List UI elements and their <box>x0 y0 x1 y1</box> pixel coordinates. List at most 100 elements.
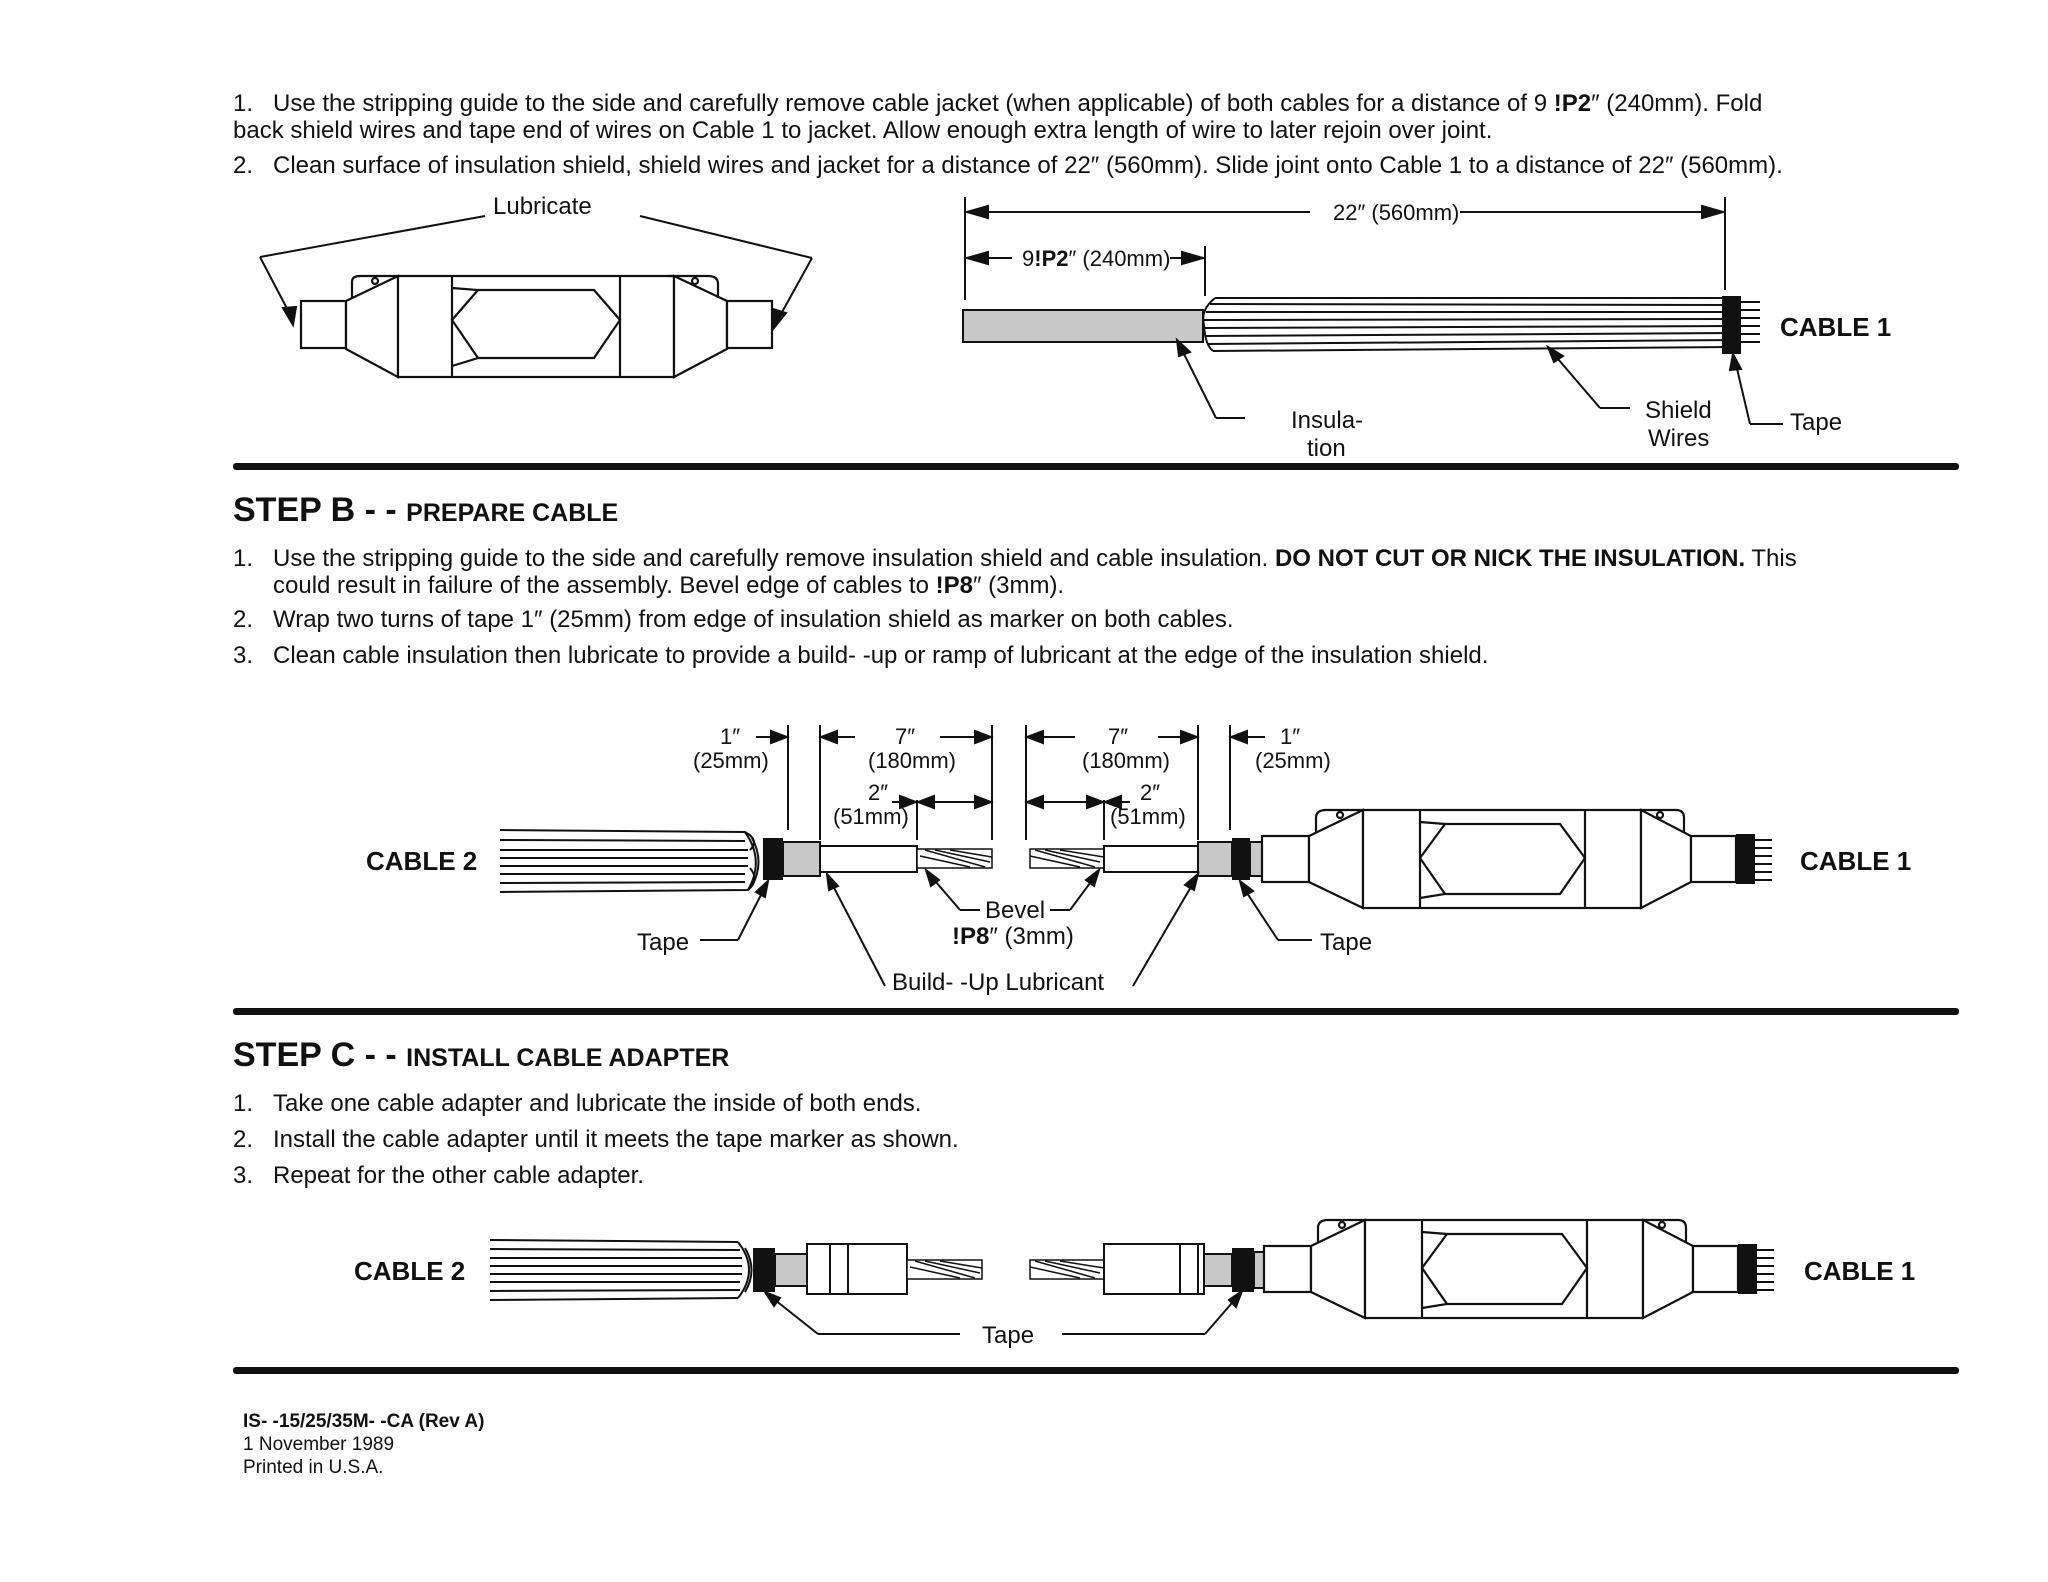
callout-leaders <box>1175 337 1783 425</box>
cable-2-wires <box>489 1239 753 1301</box>
step-a-figure: Lubricate 22″ (560mm) <box>259 193 1891 462</box>
cable-1-label: CABLE 1 <box>1804 1256 1915 1286</box>
item-text: Install the cable adapter until it meets… <box>273 1126 959 1153</box>
tape-band-left <box>763 838 783 880</box>
item-text: ″ (240mm). Fold <box>1591 90 1763 117</box>
step-b-subtitle: PREPARE CABLE <box>406 499 619 527</box>
tape-band-right <box>1232 1248 1254 1292</box>
item-text: Clean surface of insulation shield, shie… <box>273 152 1783 179</box>
item-number: 1. <box>233 1090 254 1117</box>
section-divider <box>233 463 1959 470</box>
dim-9in-label: 9!P2″ (240mm) <box>1022 246 1170 271</box>
bevel-dim-label: !P8″ (3mm) <box>952 923 1074 950</box>
dim-51mm-left: (51mm) <box>833 804 909 829</box>
warning-text: DO NOT CUT OR NICK THE INSULATION. <box>1274 545 1746 572</box>
item-text: ″ (3mm). <box>972 572 1065 599</box>
item-text: Use the stripping guide to the side and … <box>273 545 1275 572</box>
document-id: IS- -15/25/35M- -CA (Rev A) <box>243 1411 485 1432</box>
document-date: 1 November 1989 <box>243 1434 395 1455</box>
item-text-line2: back shield wires and tape end of wires … <box>233 117 1493 144</box>
item-number: 2. <box>233 152 254 179</box>
cable-2-label: CABLE 2 <box>366 846 477 876</box>
dim-ticks <box>756 725 1265 840</box>
tape-band <box>1722 296 1741 354</box>
step-c-item-2: 2. Install the cable adapter until it mee… <box>233 1126 1973 1153</box>
dim-51mm-right: (51mm) <box>1110 804 1186 829</box>
step-b-item-2: 2. Wrap two turns of tape 1″ (25mm) from … <box>233 606 1973 633</box>
dim-2in-left: 2″ <box>868 780 888 805</box>
item-number: 2. <box>233 606 254 633</box>
tape-label-right: Tape <box>1320 929 1372 956</box>
conductor-left <box>916 848 993 869</box>
shield-wires-label-1: Shield <box>1645 397 1712 424</box>
dim-7in-right: 7″ <box>1108 724 1128 749</box>
step-b-figure: 1″ (25mm) 7″ (180mm) 2″ (51mm) 7″ (180mm… <box>366 724 1911 996</box>
tape-band-right <box>1232 838 1250 880</box>
tape-label: Tape <box>982 1322 1034 1349</box>
step-b-item-1: 1. Use the stripping guide to the side an… <box>233 545 1973 599</box>
conductor-left <box>906 1259 983 1280</box>
cable-2-wires <box>499 829 760 893</box>
step-c-item-1: 1. Take one cable adapter and lubricate t… <box>233 1090 1973 1117</box>
wire-ends <box>1755 839 1772 881</box>
step-c-title: STEP C - - <box>233 1036 407 1074</box>
item-text: Clean cable insulation then lubricate to… <box>273 642 1489 669</box>
fraction: !P8 <box>935 572 973 599</box>
step-c-subtitle: INSTALL CABLE ADAPTER <box>406 1044 730 1072</box>
dim-180mm-left: (180mm) <box>868 748 956 773</box>
step-c-heading: STEP C - - INSTALL CABLE ADAPTER <box>233 1036 729 1075</box>
item-text: This <box>1745 545 1797 572</box>
dim-1in-right: 1″ <box>1280 724 1300 749</box>
item-text: Repeat for the other cable adapter. <box>273 1162 644 1189</box>
item-number: 1. <box>233 545 254 572</box>
dimension-lines <box>963 197 1727 300</box>
cable-1-label: CABLE 1 <box>1800 846 1911 876</box>
insulation-label-1: Insula- <box>1291 407 1363 434</box>
dim-25mm-right: (25mm) <box>1255 748 1331 773</box>
wire-ends <box>1757 1249 1774 1291</box>
item-text: Wrap two turns of tape 1″ (25mm) from ed… <box>273 606 1234 633</box>
tape-label: Tape <box>1790 409 1842 436</box>
step-c-figure: CABLE 2 <box>354 1218 1915 1349</box>
insulation-shield-right <box>1197 841 1233 877</box>
wire-ends <box>1741 301 1760 343</box>
joint-body <box>1260 808 1738 910</box>
step-a-item-1: 1.Use the stripping guide to the side an… <box>233 90 1973 144</box>
printed-in: Printed in U.S.A. <box>243 1457 384 1478</box>
step-c-item-3: 3.Repeat for the other cable adapter. <box>233 1162 1973 1189</box>
shield-wires <box>1202 297 1736 352</box>
tape-band-joint <box>1736 834 1755 884</box>
step-b-item-3: 3. Clean cable insulation then lubricate … <box>233 642 1973 669</box>
adapter-right <box>1103 1243 1233 1295</box>
conductor-right <box>1029 848 1105 869</box>
dim-180mm-right: (180mm) <box>1082 748 1170 773</box>
section-divider <box>233 1367 1959 1374</box>
cable-1-label: CABLE 1 <box>1780 312 1891 342</box>
tape-label-left: Tape <box>637 929 689 956</box>
fraction: !P2 <box>1553 90 1592 117</box>
insulation-right <box>1103 845 1199 873</box>
joint-body <box>299 274 774 379</box>
cable-2-label: CABLE 2 <box>354 1256 465 1286</box>
item-text: Take one cable adapter and lubricate the… <box>273 1090 922 1117</box>
dim-1in-left: 1″ <box>720 724 740 749</box>
callout-leaders <box>762 1288 1245 1335</box>
insulation-shield-left <box>782 841 821 877</box>
insulation-left <box>819 845 918 873</box>
item-text-line2: could result in failure of the assembly.… <box>273 572 936 599</box>
adapter-left <box>774 1243 908 1295</box>
item-number: 3. <box>233 642 254 669</box>
buildup-lubricant-label: Build- -Up Lubricant <box>892 969 1104 996</box>
insulation-label-2: tion <box>1307 435 1346 462</box>
conductor-right <box>1029 1259 1105 1280</box>
joint-body <box>1262 1218 1740 1320</box>
item-number: 1. <box>233 90 254 117</box>
shield-wires-label-2: Wires <box>1648 425 1709 452</box>
lubricate-label: Lubricate <box>493 193 592 220</box>
step-b-heading: STEP B - - PREPARE CABLE <box>233 491 618 530</box>
dim-22in-label: 22″ (560mm) <box>1333 200 1459 225</box>
tape-band-left <box>753 1248 775 1292</box>
dim-2in-right: 2″ <box>1140 780 1160 805</box>
item-number: 2. <box>233 1126 254 1153</box>
step-b-title: STEP B - - <box>233 491 407 529</box>
